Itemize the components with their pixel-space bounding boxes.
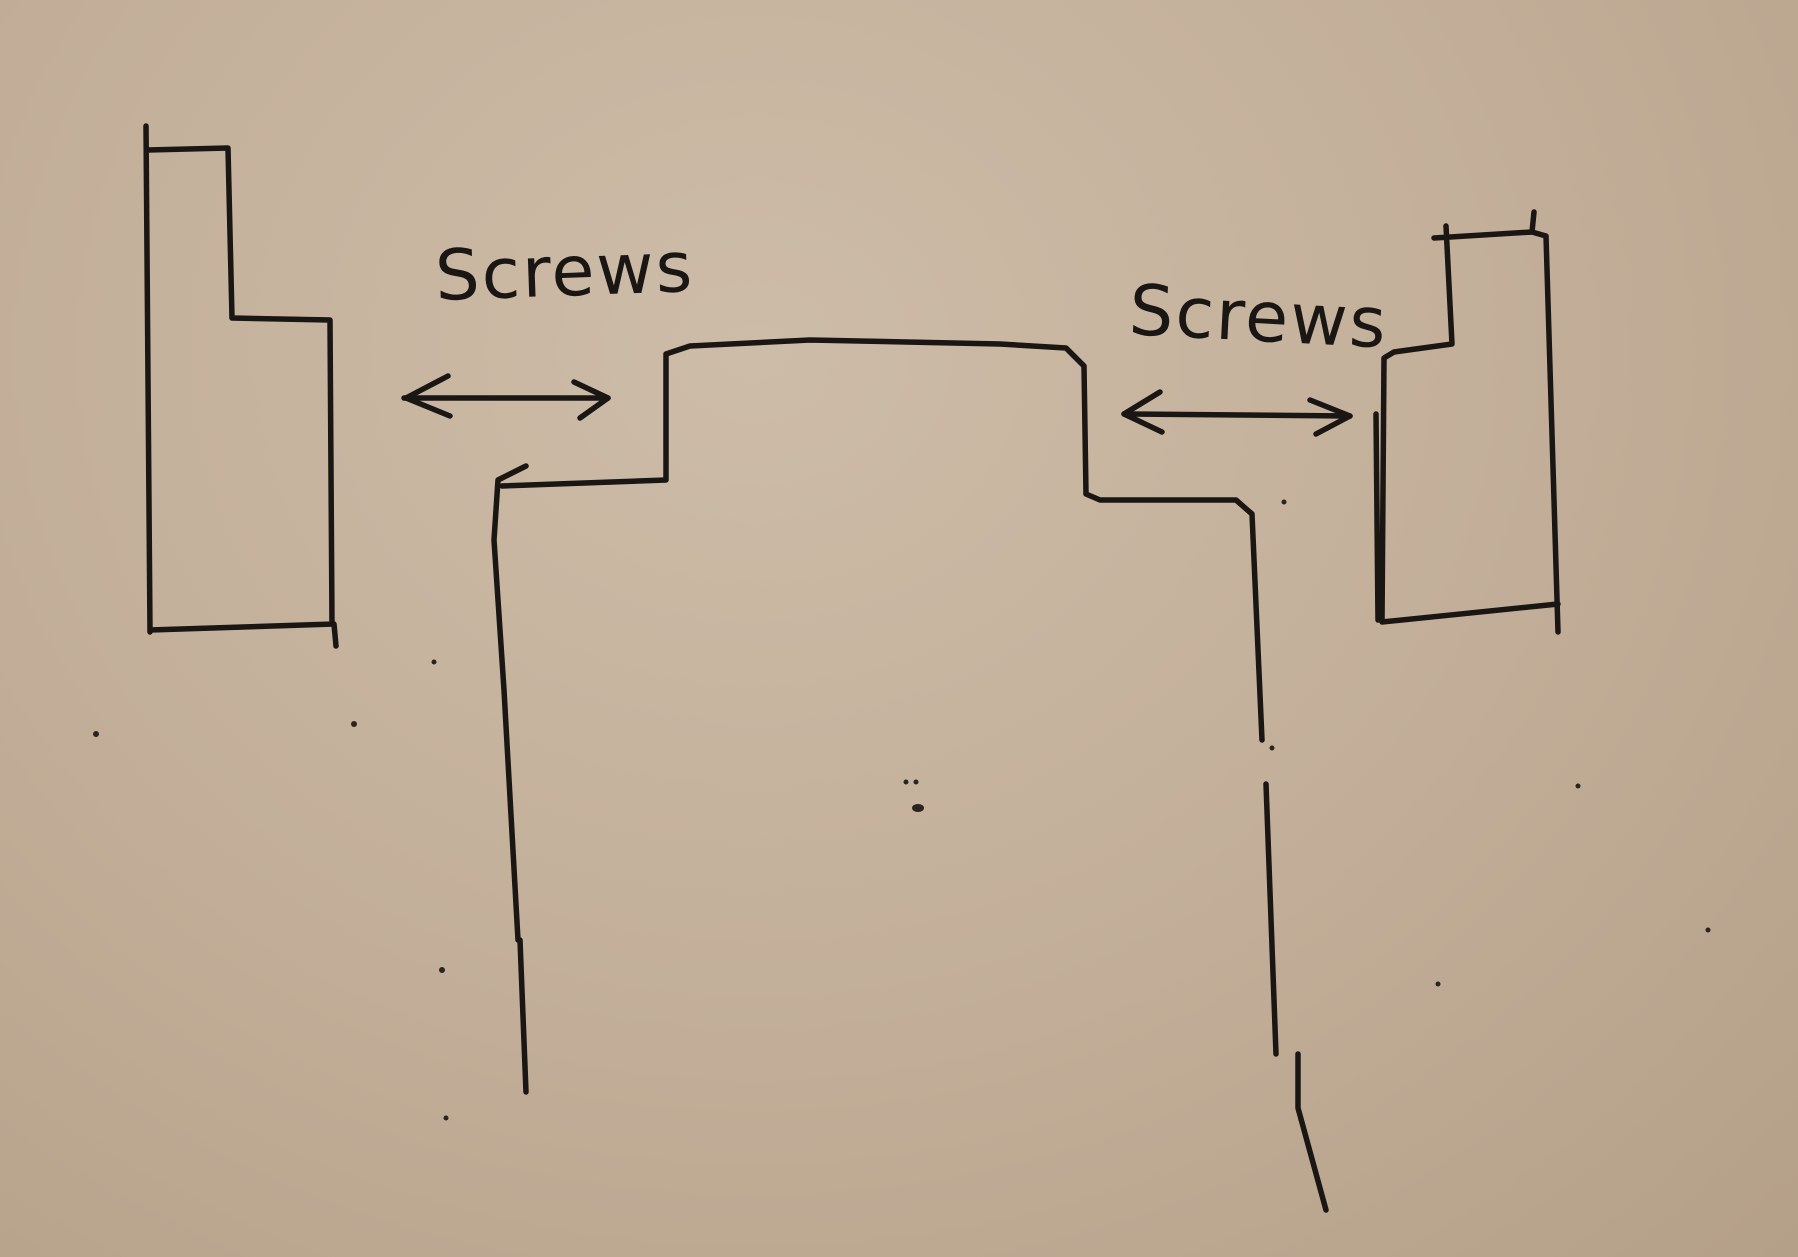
right-bracket xyxy=(1373,209,1561,635)
left-screws-label: Screws xyxy=(434,226,696,317)
right-arrow xyxy=(1121,389,1353,437)
right-screws-label: Screws xyxy=(1127,269,1390,364)
ink-specks xyxy=(93,499,1711,1121)
left-arrow xyxy=(401,373,611,421)
left-bracket xyxy=(143,123,339,649)
center-part xyxy=(491,337,1329,1213)
